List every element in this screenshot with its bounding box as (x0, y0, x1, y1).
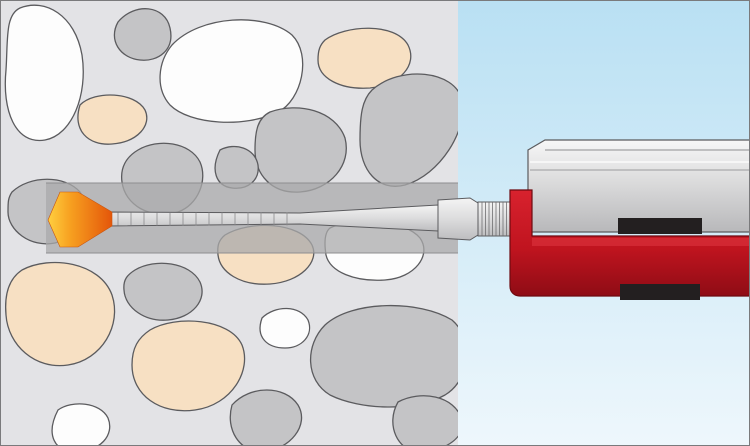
stone-light (4, 4, 84, 142)
stone-sand (77, 94, 148, 145)
cartridge-band-upper (618, 218, 702, 234)
static-mixer-icon (107, 197, 511, 241)
stone-sand (131, 320, 246, 412)
stone-grey (123, 262, 203, 321)
stone-grey (392, 395, 458, 446)
injection-cartridge-icon (509, 139, 750, 300)
nozzle-thread (477, 201, 511, 237)
stone-grey (359, 73, 458, 187)
stone-grey (229, 389, 303, 446)
stone-light (259, 307, 311, 349)
stone-grey (214, 145, 259, 189)
mixer-segments (117, 212, 288, 226)
stone-grey (309, 304, 458, 408)
nozzle-collar (437, 197, 479, 241)
aggregate-stones (4, 4, 458, 446)
stone-light (51, 403, 111, 446)
cartridge-red-highlight (532, 238, 750, 246)
thread-lines (481, 202, 507, 236)
stone-sand (4, 261, 116, 367)
cartridge-band-lower (620, 284, 700, 300)
mortar-blob-icon (47, 191, 113, 248)
stone-grey (113, 8, 172, 61)
